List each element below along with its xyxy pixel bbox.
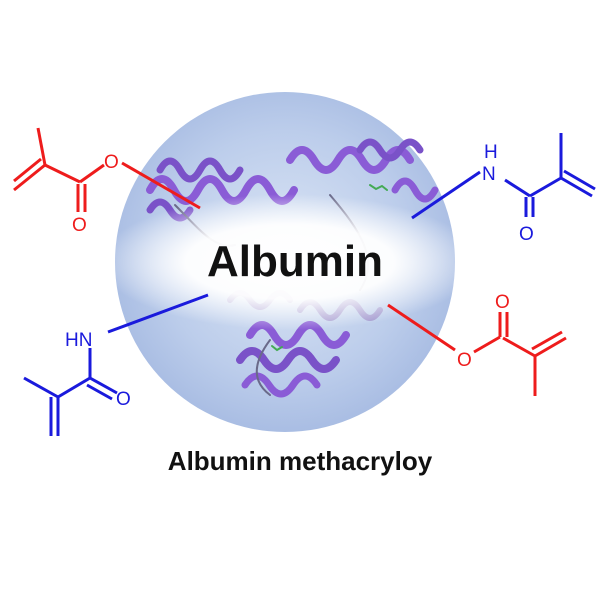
figure-caption: Albumin methacryloy [167, 446, 433, 476]
oxygen-atom-label: O [72, 215, 87, 236]
methacrylate-group-bottom-right [473, 312, 567, 396]
label-glow [100, 194, 480, 330]
methacrylamide-group-top-right [504, 133, 596, 217]
oxygen-atom-label: O [104, 152, 119, 173]
bond-top-right [411, 170, 481, 220]
hydrogen-atom-label: H [484, 142, 498, 163]
nitrogen-atom-label: N [482, 164, 496, 185]
amine-atom-label: HN [65, 330, 92, 351]
methacrylamide-group-bottom-left [23, 348, 118, 436]
oxygen-atom-label: O [457, 350, 472, 371]
oxygen-atom-label: O [116, 389, 131, 410]
bond-bottom-right [387, 303, 456, 352]
bond-bottom-left [107, 293, 209, 334]
bond-top-left [121, 161, 201, 210]
oxygen-atom-label: O [495, 292, 510, 313]
oxygen-atom-label: O [519, 224, 534, 245]
methacrylate-group-top-left [13, 127, 105, 212]
albumin-label: Albumin [207, 237, 383, 286]
